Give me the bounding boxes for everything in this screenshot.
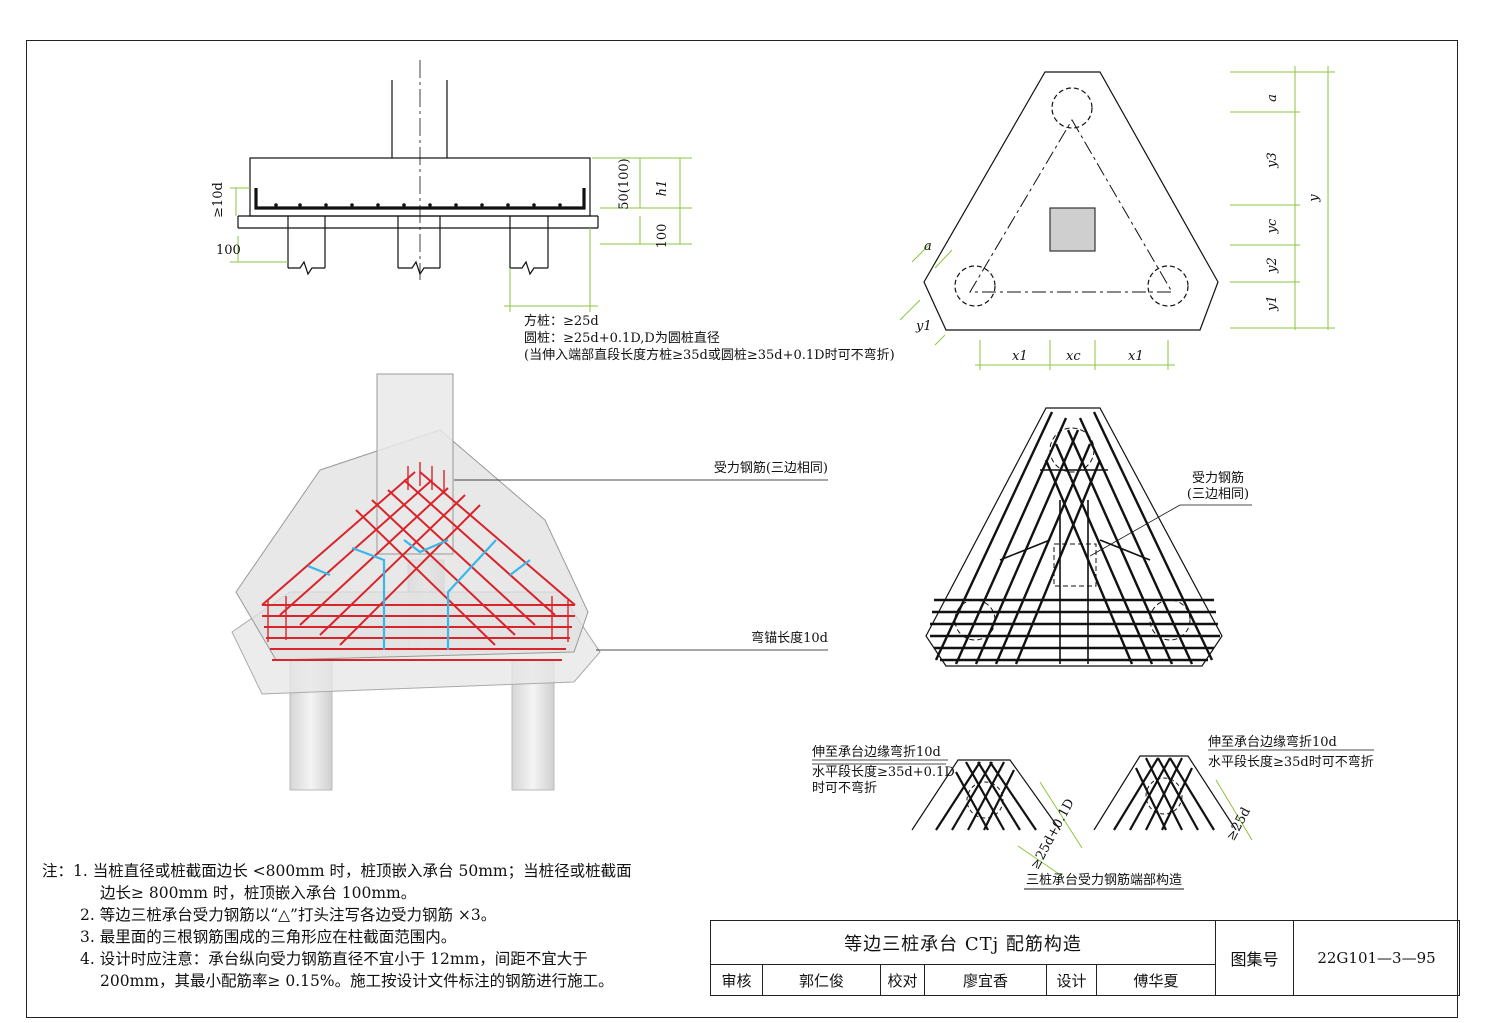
note-4a: 4. 设计时应注意：承台纵向受力钢筋直径不宜小于 12mm，间距不宜大于: [80, 950, 588, 968]
iso-label-hook: 弯锚长度10d: [751, 630, 828, 646]
note-2: 2. 等边三桩承台受力钢筋以“△”打头注写各边受力钢筋 ×3。: [80, 906, 497, 924]
drawing-frame: [26, 40, 1458, 1018]
note-condition: (当伸入端部直段长度方桩≥35d或圆桩≥35d+0.1D时可不弯折): [524, 347, 895, 363]
note-square-pile: 方桩：≥25d: [524, 313, 599, 329]
end-left-label-3: 时可不弯折: [812, 780, 877, 796]
dim-left-bottom: 100: [216, 243, 241, 258]
atlas-label: 图集号: [1216, 921, 1294, 995]
checker-name: 廖宜香: [925, 965, 1047, 995]
note-4b: 200mm，其最小配筋率≥ 0.15%。施工按设计文件标注的钢筋进行施工。: [100, 972, 614, 990]
end-detail-right: [1093, 749, 1374, 841]
iso-view: [231, 373, 828, 791]
dim-a-left: a: [924, 239, 932, 254]
dim-y3: y3: [1265, 152, 1280, 169]
check-label: 校对: [881, 965, 925, 995]
end-left-dim: ≥25d+0.1D: [1028, 797, 1078, 873]
end-left-label-2: 水平段长度≥35d+0.1D: [812, 764, 955, 780]
dim-right-bottom: 100: [655, 224, 670, 249]
plan-view: [899, 66, 1335, 370]
notes-prefix: 注：: [42, 862, 74, 880]
dim-right-h: h1: [655, 180, 670, 197]
note-3: 3. 最里面的三根钢筋围成的三角形应在柱截面范围内。: [80, 928, 457, 946]
end-detail-left: [812, 759, 1083, 877]
dim-xc: xc: [1066, 349, 1081, 364]
dim-right-top: 50(100): [617, 158, 632, 210]
dim-y1-left: y1: [915, 319, 932, 334]
rebar-plan: [925, 407, 1252, 667]
end-right-label-2: 水平段长度≥35d时可不弯折: [1208, 754, 1374, 770]
designer-name: 傅华夏: [1097, 965, 1216, 995]
dim-y1: y1: [1265, 295, 1280, 312]
end-right-dim: ≥25d: [1224, 805, 1254, 844]
end-left-label-1: 伸至承台边缘弯折10d: [812, 744, 941, 760]
drawing-title: 等边三桩承台 CTj 配筋构造: [711, 921, 1216, 965]
design-label: 设计: [1047, 965, 1097, 995]
dim-y2: y2: [1265, 257, 1280, 274]
dim-x1-left: x1: [1012, 349, 1028, 364]
end-right-label-1: 伸至承台边缘弯折10d: [1208, 734, 1337, 750]
review-label: 审核: [711, 965, 763, 995]
notes: 注：1. 当桩直径或桩截面边长 <800mm 时，桩顶嵌入承台 50mm；当桩径…: [42, 860, 702, 992]
rebar-plan-label-sub: (三边相同): [1187, 487, 1249, 502]
dim-x1-right: x1: [1128, 349, 1144, 364]
dim-a-top: a: [1265, 94, 1280, 102]
iso-label-bars: 受力钢筋(三边相同): [714, 460, 828, 476]
title-block: 等边三桩承台 CTj 配筋构造 审核 郭仁俊 校对 廖宜香 设计 傅华夏 图集号…: [710, 920, 1460, 996]
note-round-pile: 圆桩：≥25d+0.1D,D为圆桩直径: [524, 331, 720, 346]
end-detail-caption: 三桩承台受力钢筋端部构造: [1026, 872, 1182, 888]
rebar-plan-label: 受力钢筋: [1192, 470, 1244, 486]
note-1a: 注：1. 当桩直径或桩截面边长 <800mm 时，桩顶嵌入承台 50mm；当桩径…: [42, 862, 632, 880]
dim-y: y: [1307, 194, 1322, 203]
reviewer-name: 郭仁俊: [763, 965, 881, 995]
atlas-number: 22G101—3—95: [1317, 949, 1436, 967]
note-1b: 边长≥ 800mm 时，桩顶嵌入承台 100mm。: [100, 884, 417, 902]
dim-left-top: ≥10d: [211, 182, 226, 218]
dim-yc: yc: [1265, 218, 1280, 234]
section-view: [230, 60, 692, 312]
